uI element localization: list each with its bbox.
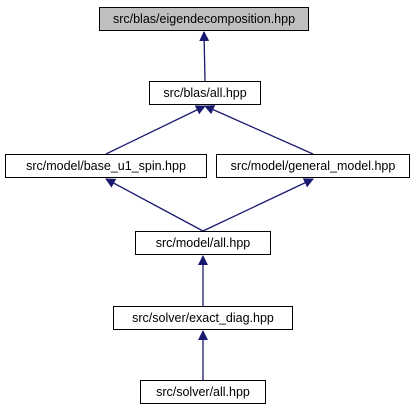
edge-blas_all-to-eigen — [199, 31, 210, 82]
edge-model_all-to-general_model — [202, 178, 314, 232]
node-eigendecomposition-hpp[interactable]: src/blas/eigendecomposition.hpp — [99, 7, 309, 31]
node-blas-all-hpp[interactable]: src/blas/all.hpp — [149, 81, 261, 105]
edge-general_model-to-blas_all — [204, 105, 314, 155]
node-model-all-hpp[interactable]: src/model/all.hpp — [135, 231, 271, 255]
edge-model_all-to-base_u1 — [105, 178, 204, 232]
node-exact-diag-hpp[interactable]: src/solver/exact_diag.hpp — [113, 306, 293, 330]
edge-base_u1-to-blas_all — [105, 105, 206, 155]
node-general-model-hpp[interactable]: src/model/general_model.hpp — [216, 154, 410, 178]
node-solver-all-hpp[interactable]: src/solver/all.hpp — [140, 380, 266, 404]
node-base-u1-spin-hpp[interactable]: src/model/base_u1_spin.hpp — [5, 154, 207, 178]
